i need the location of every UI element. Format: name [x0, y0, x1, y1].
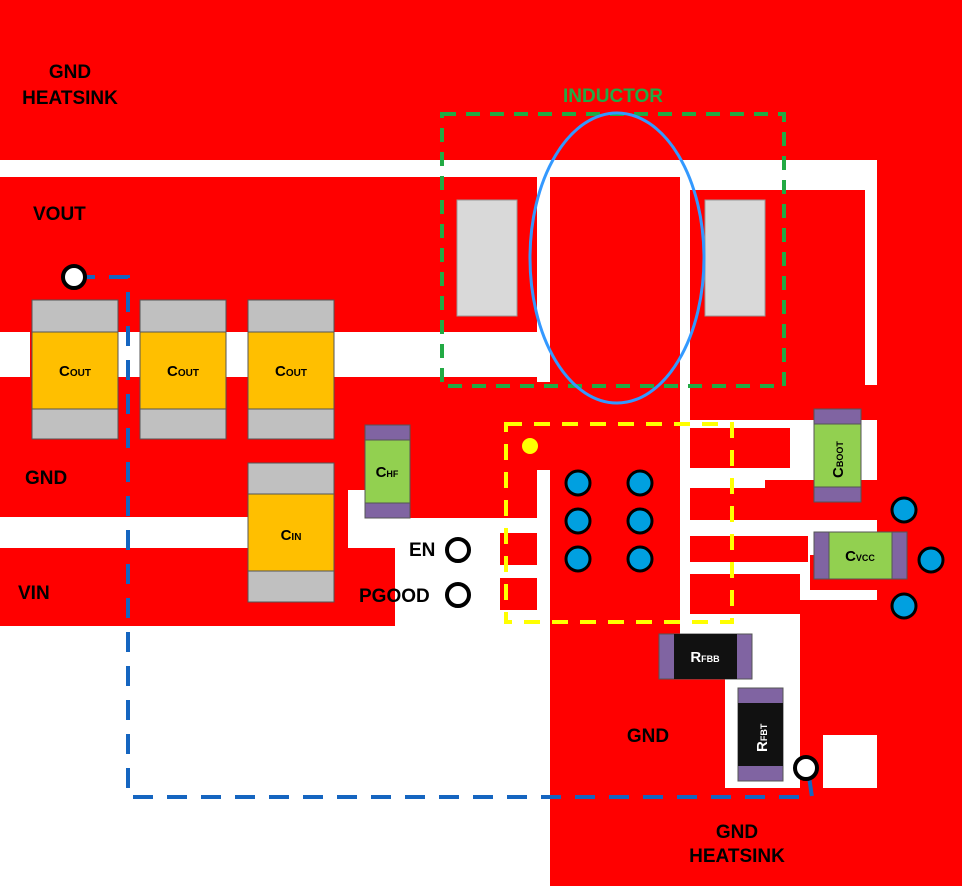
- vout-testpoint: [61, 264, 87, 290]
- rfbb-resistor: RFBB: [658, 633, 753, 680]
- cvcc-label: C: [845, 548, 856, 565]
- inductor-pad-right: [704, 199, 766, 317]
- cin-sub: IN: [291, 532, 301, 543]
- en-label: EN: [409, 540, 435, 561]
- pgood-testpoint: [445, 582, 471, 608]
- svg-text:COUT: COUT: [275, 363, 307, 380]
- svg-text:CHF: CHF: [376, 464, 399, 481]
- en-testpoint: [445, 537, 471, 563]
- cout-capacitor: COUT: [31, 299, 119, 440]
- cin-capacitor: CIN: [247, 462, 335, 603]
- via: [626, 545, 654, 573]
- cout-capacitor: COUT: [247, 299, 335, 440]
- gnd-right-strip: [877, 0, 962, 886]
- pin1-marker: [522, 438, 538, 454]
- cout-1-sub: OUT: [70, 368, 91, 379]
- fb-testpoint: [793, 755, 819, 781]
- gnd-heatsink-top-line2: HEATSINK: [22, 88, 118, 109]
- svg-text:CIN: CIN: [281, 527, 302, 544]
- gnd-heatsink-top-pour: [0, 0, 962, 160]
- gnd-heatsink-top-line1: GND: [49, 62, 91, 83]
- via: [626, 507, 654, 535]
- cout-2-sub: OUT: [178, 368, 199, 379]
- chf-label: C: [376, 464, 387, 481]
- svg-text:COUT: COUT: [59, 363, 91, 380]
- vin-label: VIN: [18, 583, 50, 604]
- cin-label: C: [281, 527, 292, 544]
- svg-text:RFBT: RFBT: [754, 723, 771, 752]
- via: [564, 469, 592, 497]
- rfbt-label: R: [754, 741, 771, 752]
- right-vias: [890, 496, 945, 620]
- gnd-heatsink-bottom-line2: HEATSINK: [689, 846, 785, 867]
- hot-loop-ellipse: [528, 111, 706, 405]
- chf-capacitor: CHF: [364, 424, 411, 519]
- gnd-bottom-label: GND: [627, 726, 669, 747]
- pgood-label: PGOOD: [359, 586, 430, 607]
- rfbt-sub: FBT: [759, 723, 769, 741]
- cout-3-label: C: [275, 363, 286, 380]
- cboot-capacitor: CBOOT: [813, 408, 862, 503]
- chf-sub: HF: [386, 469, 398, 479]
- svg-text:RFBB: RFBB: [690, 649, 720, 666]
- via: [917, 546, 945, 574]
- vin-pour: [0, 548, 395, 626]
- ic-outline: [504, 422, 734, 624]
- gnd-left-label: GND: [25, 468, 67, 489]
- svg-text:CBOOT: CBOOT: [830, 441, 847, 478]
- inductor-pad-left: [456, 199, 518, 317]
- gnd-heatsink-bottom-line1: GND: [716, 822, 758, 843]
- via: [564, 545, 592, 573]
- vout-label: VOUT: [33, 204, 86, 225]
- cvcc-capacitor: CVCC: [813, 531, 908, 580]
- via: [890, 592, 918, 620]
- cvcc-sub: VCC: [856, 553, 876, 563]
- cboot-label: C: [830, 467, 847, 478]
- svg-text:CVCC: CVCC: [845, 548, 875, 565]
- ic-vias: [564, 469, 654, 573]
- rfbt-resistor: RFBT: [737, 687, 784, 782]
- cout-2-label: C: [167, 363, 178, 380]
- via: [626, 469, 654, 497]
- via: [564, 507, 592, 535]
- feedback-trace: [75, 275, 815, 799]
- via: [890, 496, 918, 524]
- cout-3-sub: OUT: [286, 368, 307, 379]
- cboot-sub: BOOT: [835, 441, 845, 468]
- inductor-label: INDUCTOR: [563, 86, 663, 107]
- rfbb-sub: FBB: [701, 654, 720, 664]
- cout-capacitor: COUT: [139, 299, 227, 440]
- svg-text:COUT: COUT: [167, 363, 199, 380]
- cout-1-label: C: [59, 363, 70, 380]
- rfbb-label: R: [690, 649, 701, 666]
